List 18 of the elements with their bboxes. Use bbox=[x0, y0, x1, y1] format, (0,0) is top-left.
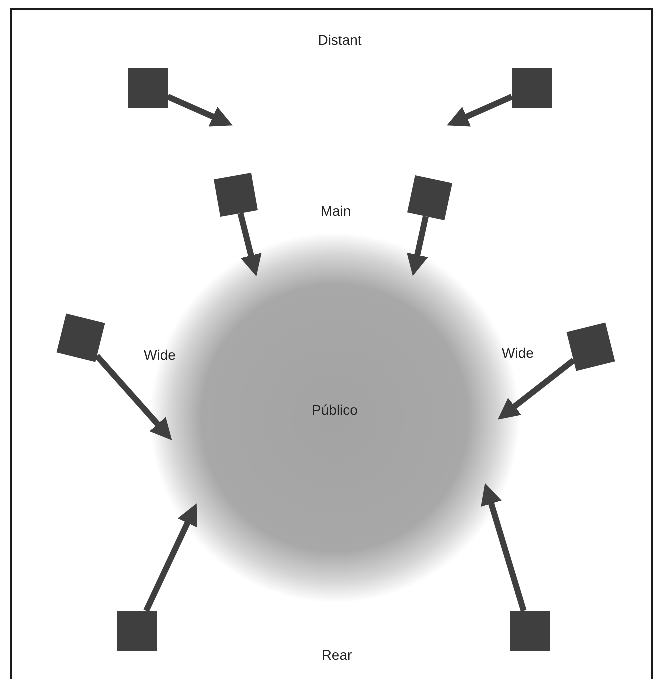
position-label: Wide bbox=[144, 347, 176, 363]
arrow bbox=[94, 354, 172, 440]
position-label: Main bbox=[320, 203, 352, 219]
position-label: Rear bbox=[322, 647, 352, 663]
arrow bbox=[144, 504, 198, 612]
position-label: Distant bbox=[318, 32, 362, 48]
arrow bbox=[447, 94, 514, 127]
area-label: Público bbox=[312, 402, 358, 418]
speaker-square bbox=[117, 611, 157, 651]
speaker-square bbox=[510, 611, 550, 651]
arrow bbox=[166, 94, 233, 127]
arrow bbox=[498, 358, 576, 420]
speaker-square bbox=[128, 68, 168, 108]
arrow bbox=[481, 483, 527, 612]
speaker-square bbox=[512, 68, 552, 108]
arrow bbox=[238, 212, 262, 277]
position-label: Wide bbox=[502, 345, 534, 361]
arrow bbox=[407, 216, 429, 276]
